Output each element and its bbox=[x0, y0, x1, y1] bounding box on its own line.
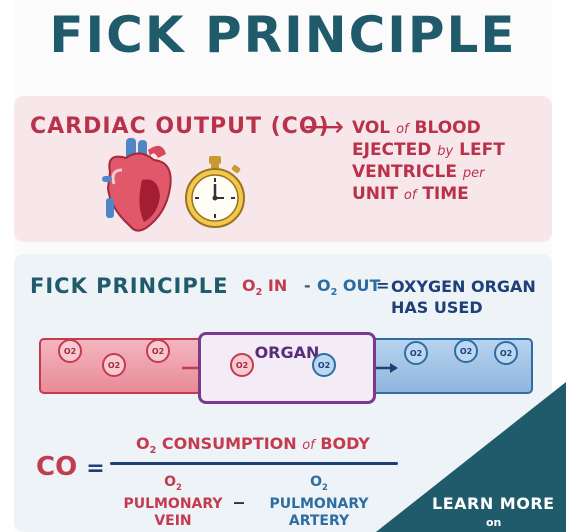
oxygen-molecule: O2 bbox=[230, 353, 254, 377]
svg-text:O2: O2 bbox=[64, 347, 76, 356]
svg-text:O2: O2 bbox=[410, 349, 422, 358]
oxygen-molecule: O2 bbox=[102, 353, 126, 377]
stopwatch-icon bbox=[182, 154, 248, 232]
learn-more-link[interactable]: LEARN MORE bbox=[432, 494, 555, 513]
o2-in-term: O2 IN bbox=[242, 276, 288, 299]
svg-text:O2: O2 bbox=[500, 349, 512, 358]
formula-minus: _ bbox=[234, 480, 244, 504]
formula-lhs: CO = bbox=[36, 452, 105, 482]
cardiac-output-card: CARDIAC OUTPUT (CO) ⟶ VOL of BLOOD EJECT… bbox=[14, 96, 552, 242]
oxygen-molecule: O2 bbox=[58, 339, 82, 363]
learn-more-corner[interactable] bbox=[376, 382, 566, 532]
cardiac-output-definition: VOL of BLOOD EJECTED by LEFT VENTRICLE p… bbox=[352, 118, 505, 204]
organ-box: ORGAN bbox=[198, 332, 376, 404]
oxygen-molecule: O2 bbox=[312, 353, 336, 377]
svg-text:O2: O2 bbox=[236, 361, 248, 370]
svg-text:O2: O2 bbox=[108, 361, 120, 370]
oxygen-molecule: O2 bbox=[454, 339, 478, 363]
svg-text:O2: O2 bbox=[152, 347, 164, 356]
formula-denominator-vein: O2 PULMONARY VEIN bbox=[123, 474, 223, 529]
oxygen-molecule: O2 bbox=[404, 341, 428, 365]
fraction-line bbox=[110, 462, 398, 465]
oxygen-molecule: O2 bbox=[494, 341, 518, 365]
minus-sign: - bbox=[304, 276, 311, 295]
page-title: FICK PRINCIPLE bbox=[49, 6, 517, 64]
fick-principle-label: FICK PRINCIPLE bbox=[30, 274, 229, 298]
equals-sign: = bbox=[376, 276, 390, 295]
learn-more-sub: on bbox=[486, 516, 502, 529]
oxygen-used-result: OXYGEN ORGAN HAS USED bbox=[391, 277, 536, 317]
heart-icon bbox=[96, 136, 182, 236]
svg-text:O2: O2 bbox=[460, 347, 472, 356]
oxygen-molecule: O2 bbox=[146, 339, 170, 363]
organ-label: ORGAN bbox=[254, 343, 320, 362]
formula-denominator-artery: O2 PULMONARY ARTERY bbox=[269, 474, 369, 529]
svg-text:O2: O2 bbox=[318, 361, 330, 370]
o2-out-term: O2 OUT bbox=[317, 276, 381, 299]
arrow-right-icon: ⟶ bbox=[304, 110, 345, 143]
formula-numerator: O2 CONSUMPTION of BODY bbox=[136, 434, 370, 457]
cardiac-output-label: CARDIAC OUTPUT (CO) bbox=[30, 114, 330, 139]
